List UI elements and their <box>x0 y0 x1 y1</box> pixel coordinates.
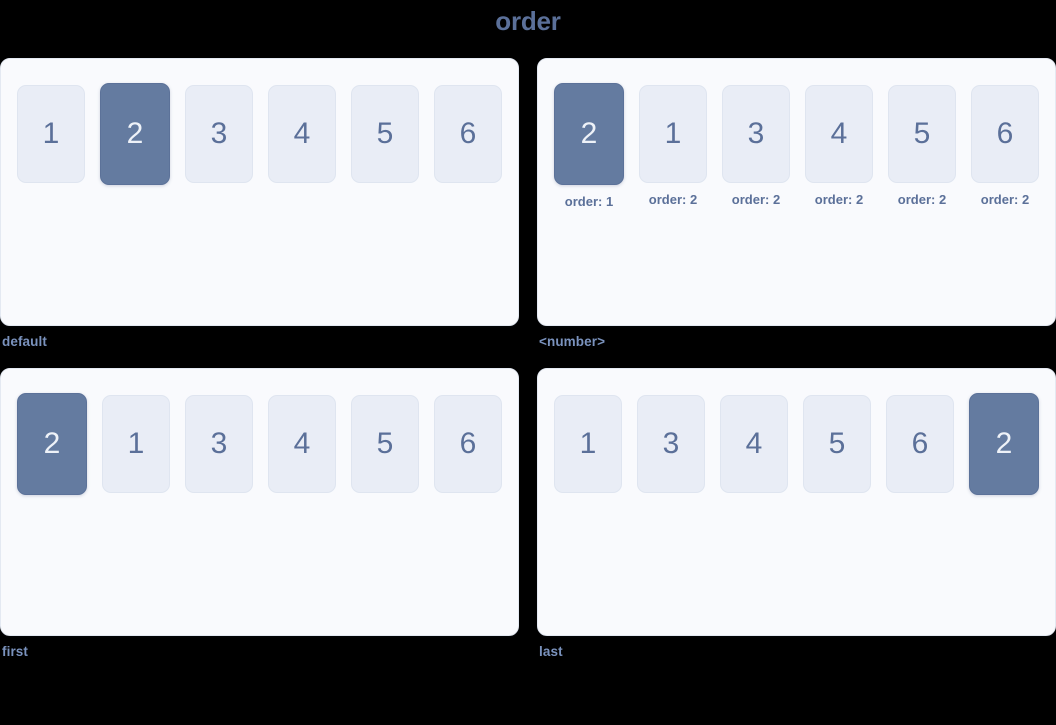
flex-item-wrapper: 2 <box>17 393 87 495</box>
flex-item[interactable]: 6 <box>971 85 1039 183</box>
flex-item[interactable]: 5 <box>351 395 419 493</box>
flex-item-wrapper: 3 <box>185 85 253 183</box>
flex-item[interactable]: 3 <box>185 85 253 183</box>
flex-item-order-label: order: 2 <box>980 192 1030 207</box>
flex-item-wrapper: 3 order: 2 <box>722 85 790 207</box>
flex-item-wrapper: 1 order: 2 <box>639 85 707 207</box>
panel-caption-default: default <box>2 334 47 349</box>
flex-item[interactable]: 6 <box>434 395 502 493</box>
page-title: order <box>495 6 561 36</box>
flex-item[interactable]: 6 <box>886 395 954 493</box>
flex-item-wrapper: 3 <box>185 395 253 493</box>
flex-item-wrapper: 3 <box>637 395 705 493</box>
flex-item[interactable]: 1 <box>17 85 85 183</box>
flex-item[interactable]: 1 <box>639 85 707 183</box>
panel-caption-last: last <box>539 644 563 659</box>
flex-item-order-label: order: 2 <box>814 192 864 207</box>
flex-item[interactable]: 5 <box>888 85 956 183</box>
flex-item-active[interactable]: 2 <box>100 83 170 185</box>
flex-item[interactable]: 5 <box>803 395 871 493</box>
panel-caption-number: <number> <box>539 334 606 349</box>
flex-item[interactable]: 1 <box>102 395 170 493</box>
flex-item-wrapper: 1 <box>102 395 170 493</box>
flex-item[interactable]: 1 <box>554 395 622 493</box>
flex-item[interactable]: 4 <box>805 85 873 183</box>
flex-item-active[interactable]: 2 <box>17 393 87 495</box>
flex-item-wrapper: 5 order: 2 <box>888 85 956 207</box>
flex-item-wrapper: 5 <box>351 395 419 493</box>
order-panel-number: 2 order: 1 1 order: 2 3 order: 2 4 order: 2 5 ord… <box>537 58 1056 326</box>
flex-item-wrapper: 6 <box>886 395 954 493</box>
flex-item-order-label: order: 2 <box>897 192 947 207</box>
flex-item-order-label: order: 2 <box>731 192 781 207</box>
flex-item-active[interactable]: 2 <box>969 393 1039 495</box>
panel-caption-first: first <box>2 644 29 659</box>
flex-item-wrapper: 4 <box>720 395 788 493</box>
demo-cell-number: 2 order: 1 1 order: 2 3 order: 2 4 order: 2 5 ord… <box>537 58 1056 368</box>
flex-item-wrapper: 2 <box>100 83 170 185</box>
flex-item-wrapper: 2 order: 1 <box>554 83 624 209</box>
flex-item-wrapper: 4 order: 2 <box>805 85 873 207</box>
flex-item-wrapper: 5 <box>803 395 871 493</box>
flex-item-wrapper: 1 <box>554 395 622 493</box>
flex-item-wrapper: 5 <box>351 85 419 183</box>
flex-item-wrapper: 1 <box>17 85 85 183</box>
flex-item[interactable]: 3 <box>722 85 790 183</box>
flex-item[interactable]: 4 <box>268 85 336 183</box>
flex-item-order-label: order: 2 <box>648 192 698 207</box>
flex-item-wrapper: 6 <box>434 395 502 493</box>
flex-item-wrapper: 4 <box>268 395 336 493</box>
flex-item[interactable]: 3 <box>637 395 705 493</box>
flex-item-order-label: order: 1 <box>564 194 614 209</box>
flex-item[interactable]: 4 <box>720 395 788 493</box>
flex-item[interactable]: 5 <box>351 85 419 183</box>
flex-item-wrapper: 2 <box>969 393 1039 495</box>
flex-item[interactable]: 6 <box>434 85 502 183</box>
flex-item[interactable]: 4 <box>268 395 336 493</box>
flex-item-wrapper: 6 order: 2 <box>971 85 1039 207</box>
flex-item[interactable]: 3 <box>185 395 253 493</box>
flex-item-wrapper: 4 <box>268 85 336 183</box>
flex-item-wrapper: 6 <box>434 85 502 183</box>
flex-container: 2 order: 1 1 order: 2 3 order: 2 4 order: 2 5 ord… <box>554 83 1039 209</box>
flex-item-active[interactable]: 2 <box>554 83 624 185</box>
